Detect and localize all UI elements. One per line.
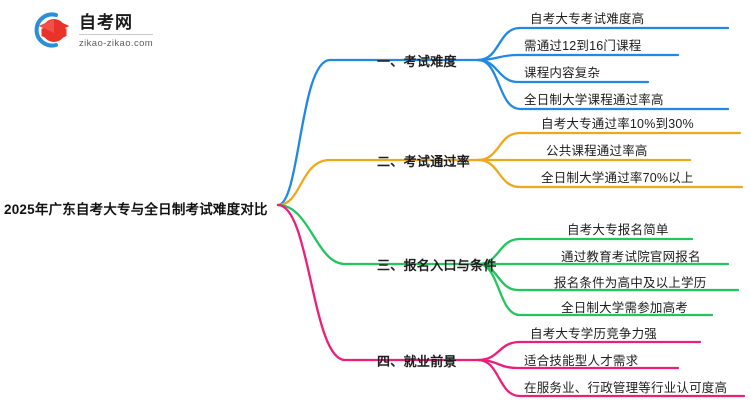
leaf-label-2-1[interactable]: 自考大专通过率10%到30% [541,117,694,131]
leaf-label-3-1[interactable]: 自考大专报名简单 [567,223,669,237]
site-logo: 自考网 zikao-zikao.com [30,10,154,50]
leaf-label-1-2[interactable]: 需通过12到16门课程 [524,39,642,53]
leaf-label-4-2[interactable]: 适合技能型人才需求 [524,354,639,368]
leaf-label-2-3[interactable]: 全日制大学通过率70%以上 [541,171,694,185]
logo-url: zikao-zikao.com [79,37,154,49]
leaf-label-4-3[interactable]: 在服务业、行政管理等行业认可度高 [524,381,728,395]
mindmap-center-title: 2025年广东自考大专与全日制考试难度对比 [4,202,268,217]
leaf-label-1-3[interactable]: 课程内容复杂 [524,66,601,80]
leaf-label-4-1[interactable]: 自考大专学历竞争力强 [530,327,658,341]
branch-label-3[interactable]: 三、报名入口与条件 [377,258,497,273]
branch-label-4[interactable]: 四、就业前景 [377,354,457,369]
leaf-label-1-4[interactable]: 全日制大学课程通过率高 [524,93,664,107]
branch-label-2[interactable]: 二、考试通过率 [377,154,471,169]
branch-label-1[interactable]: 一、考试难度 [377,54,457,69]
leaf-label-3-2[interactable]: 通过教育考试院官网报名 [561,250,701,264]
branch-connector-4 [276,203,746,398]
logo-title: 自考网 [79,13,154,35]
leaf-label-3-3[interactable]: 报名条件为高中及以上学历 [554,276,707,290]
leaf-label-1-1[interactable]: 自考大专考试难度高 [530,12,645,26]
leaf-label-3-4[interactable]: 全日制大学需参加高考 [561,301,689,315]
branch-connector-1 [276,26,730,207]
branch-connector-2 [276,131,744,207]
leaf-label-2-2[interactable]: 公共课程通过率高 [546,144,648,158]
graduation-cap-icon [30,10,72,50]
branch-connector-3 [276,203,740,317]
